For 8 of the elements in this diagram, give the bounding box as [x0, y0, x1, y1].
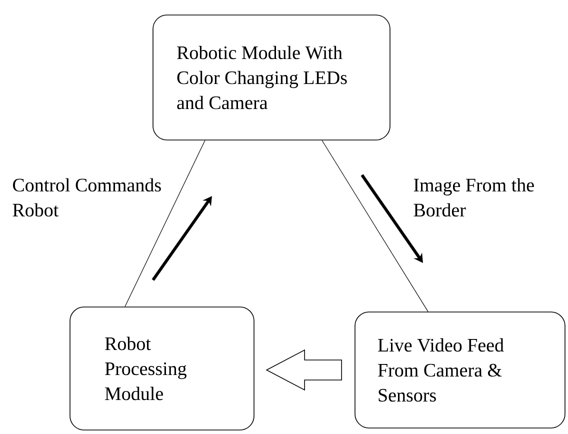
process-box: Robot Processing Module: [70, 306, 254, 430]
connector-line: [322, 140, 428, 312]
edge-label: Image From the Border: [414, 178, 534, 217]
edge-label: Control Commands Robot: [12, 178, 161, 217]
process-box: Robotic Module With Color Changing LEDs and Camera: [152, 14, 390, 140]
block-arrow: [266, 349, 342, 391]
process-box: Live Video Feed From Camera & Sensors: [354, 312, 566, 428]
connector-line: [124, 140, 206, 307]
